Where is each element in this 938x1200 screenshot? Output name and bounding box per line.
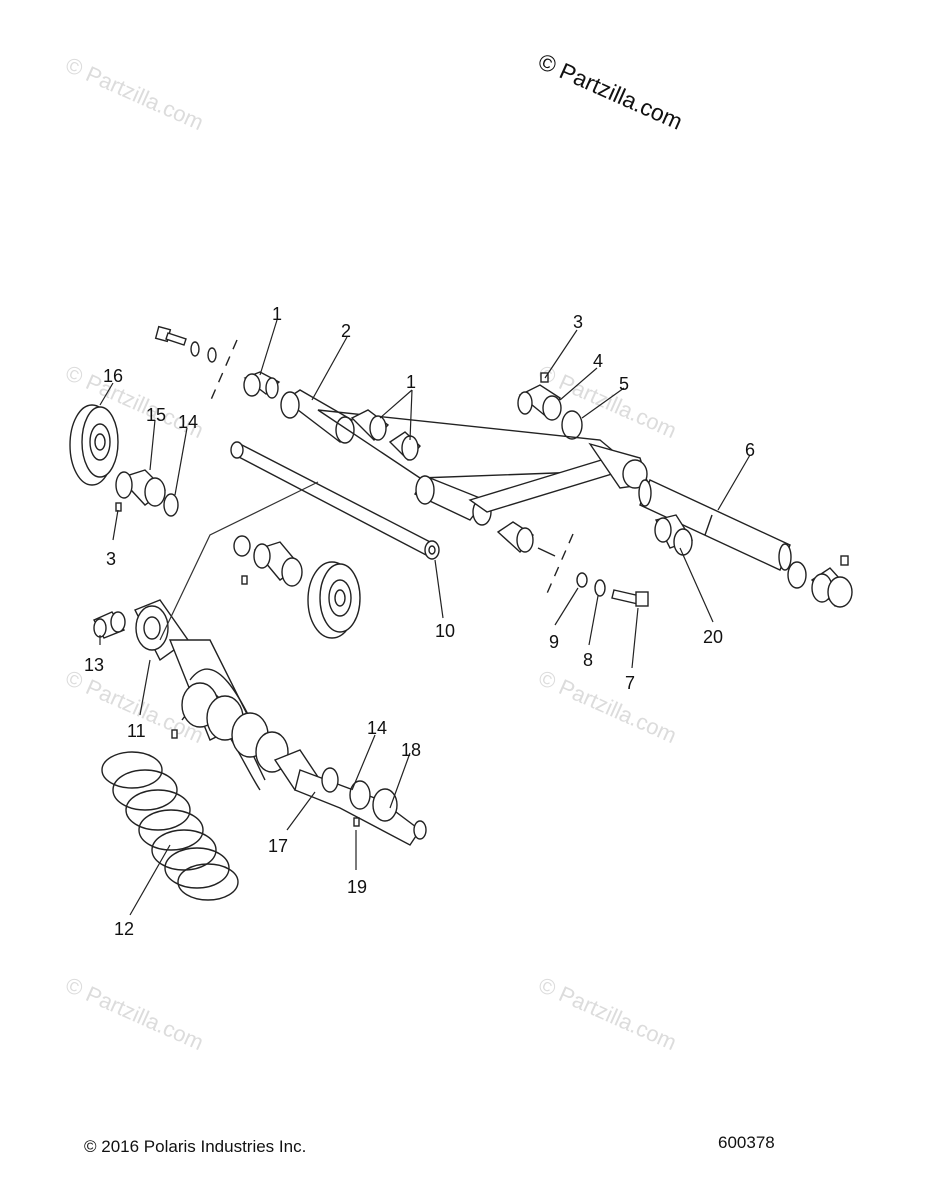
callout-3: 3	[106, 549, 117, 569]
callout-2: 2	[341, 321, 352, 341]
retaining-ring-right	[787, 561, 807, 589]
callout-8: 8	[583, 650, 594, 670]
pivot-shaft-6	[638, 479, 792, 571]
axis-line-right	[537, 547, 556, 557]
axis-dash-right	[544, 533, 574, 599]
callout-20: 20	[703, 627, 724, 647]
callout-10: 10	[435, 621, 456, 641]
leader-lines	[99, 319, 751, 916]
callout-14: 14	[178, 412, 199, 432]
bushing-1-left	[243, 371, 281, 399]
washer-top-left	[190, 341, 200, 357]
callout-14: 14	[367, 718, 388, 738]
callout-6: 6	[745, 440, 756, 460]
roller-spacer-mid	[233, 535, 303, 587]
callout-9: 9	[549, 632, 560, 652]
callout-17: 17	[268, 836, 289, 856]
a-arm	[280, 389, 649, 526]
nut-top-left	[207, 347, 217, 363]
callout-4: 4	[593, 351, 604, 371]
cap-4	[517, 384, 562, 421]
washer-9	[576, 572, 588, 588]
callout-1: 1	[272, 304, 283, 324]
callout-18: 18	[401, 740, 422, 760]
set-screw-3	[115, 502, 122, 512]
long-shaft-10	[230, 441, 440, 560]
shock-absorber-11	[134, 599, 322, 791]
nut-8	[594, 579, 606, 597]
axis-dash-top-left	[209, 339, 238, 403]
callout-1: 1	[406, 372, 417, 392]
callout-15: 15	[146, 405, 167, 425]
bolt-top-left	[154, 325, 187, 346]
retaining-ring-5	[561, 410, 583, 440]
bolt-7	[611, 589, 649, 607]
callout-5: 5	[619, 374, 630, 394]
set-screw-19	[353, 817, 360, 827]
callout-19: 19	[347, 877, 368, 897]
callout-11: 11	[127, 721, 146, 741]
shaft-17	[294, 767, 427, 846]
sleeve-13	[93, 611, 126, 639]
set-screw-shock	[171, 729, 178, 739]
ring-14-top	[163, 493, 179, 517]
copyright-text: © 2016 Polaris Industries Inc.	[84, 1137, 307, 1156]
callout-16: 16	[103, 366, 124, 386]
bushing-1-mid	[350, 409, 535, 554]
bushing-20	[654, 514, 694, 556]
roller-wheel-16	[69, 404, 119, 486]
callout-7: 7	[625, 673, 636, 693]
callout-12: 12	[114, 919, 135, 939]
callout-3: 3	[573, 312, 584, 332]
grease-fitting-3	[540, 372, 549, 383]
cap-right	[810, 555, 853, 608]
spacer-15	[115, 469, 167, 507]
callout-13: 13	[84, 655, 105, 675]
coil-spring-12	[101, 751, 239, 901]
diagram-number: 600378	[718, 1133, 775, 1152]
roller-wheel-mid	[307, 561, 361, 639]
